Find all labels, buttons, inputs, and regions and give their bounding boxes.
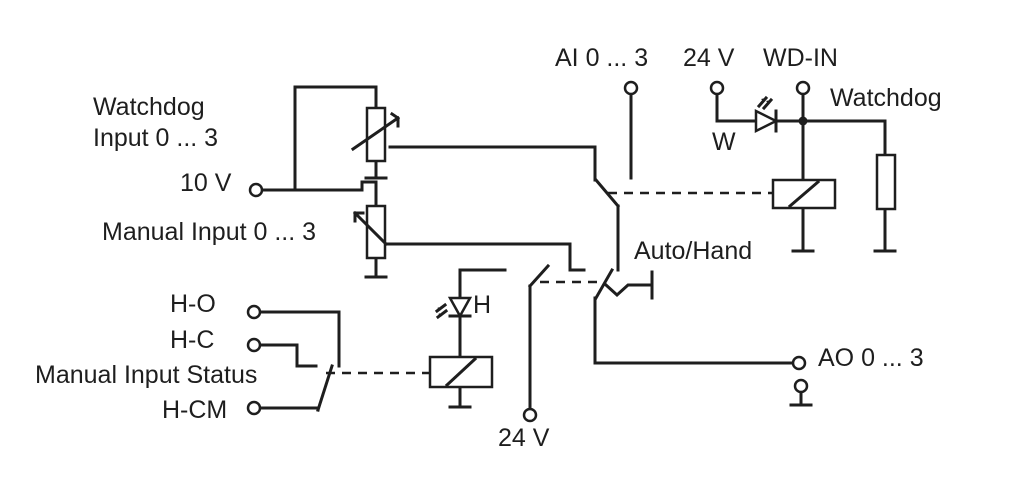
watchdog-input-label-line1: Watchdog (93, 93, 205, 121)
watchdog-switch-blade (593, 177, 621, 209)
manual-potentiometer (352, 204, 389, 260)
ground-ao (789, 390, 813, 407)
watchdog-input-label-line2: Input 0 ... 3 (93, 124, 218, 152)
terminal-24v-top (709, 80, 725, 96)
terminal-h-o (246, 304, 262, 320)
24v-bottom-label: 24 V (498, 424, 550, 452)
wire-manual-wiper (384, 242, 586, 272)
junction-dot (798, 116, 808, 126)
wire-24v-led (715, 92, 758, 123)
auto-hand-label: Auto/Hand (634, 237, 752, 265)
wire-watchdog-pot-top (293, 85, 378, 192)
h-c-label: H-C (170, 326, 214, 354)
wd-in-label: WD-IN (763, 44, 838, 72)
10v-label: 10 V (180, 169, 232, 197)
manual-input-status-label: Manual Input Status (35, 361, 257, 389)
terminal-wd-in (795, 80, 811, 96)
auto-hand-actuator (603, 282, 641, 298)
manual-input-label: Manual Input 0 ... 3 (102, 218, 316, 246)
h-led-label: H (473, 291, 491, 319)
manual-switch-blade (527, 263, 551, 289)
watchdog-relay-coil (771, 178, 837, 210)
w-label: W (712, 128, 736, 156)
wire-led-node (774, 119, 887, 157)
wire-h-o (258, 310, 341, 368)
watchdog-label: Watchdog (830, 84, 942, 112)
watchdog-led (754, 95, 779, 134)
manual-relay-coil (428, 355, 494, 389)
terminals (246, 80, 811, 423)
auto-hand-switch-blade (593, 267, 615, 301)
wire-h-cm (258, 406, 320, 412)
wiring (258, 85, 887, 412)
ai-label: AI 0 ... 3 (555, 44, 648, 72)
watchdog-resistor (875, 153, 897, 211)
wire-watchdog-wiper (388, 145, 597, 182)
watchdog-potentiometer (350, 106, 401, 163)
wire-manual-relay-led (458, 268, 507, 300)
ao-label: AO 0 ... 3 (818, 344, 924, 372)
wire-manual-pot-top (360, 180, 378, 208)
terminal-ao (791, 355, 807, 371)
h-o-label: H-O (170, 290, 216, 318)
h-cm-label: H-CM (162, 396, 227, 424)
24v-top-label: 24 V (683, 44, 735, 72)
terminal-h-c (246, 337, 262, 353)
terminal-24v-bottom (522, 407, 538, 423)
terminal-10v (248, 182, 264, 198)
wire-ao-output (593, 296, 794, 365)
ground-symbols (364, 176, 897, 409)
h-led (434, 296, 473, 320)
linkages (326, 191, 772, 375)
terminal-ao-ground (793, 378, 809, 394)
terminal-ai (623, 80, 639, 96)
wire-h-c (258, 343, 318, 368)
terminal-h-cm (246, 400, 262, 416)
